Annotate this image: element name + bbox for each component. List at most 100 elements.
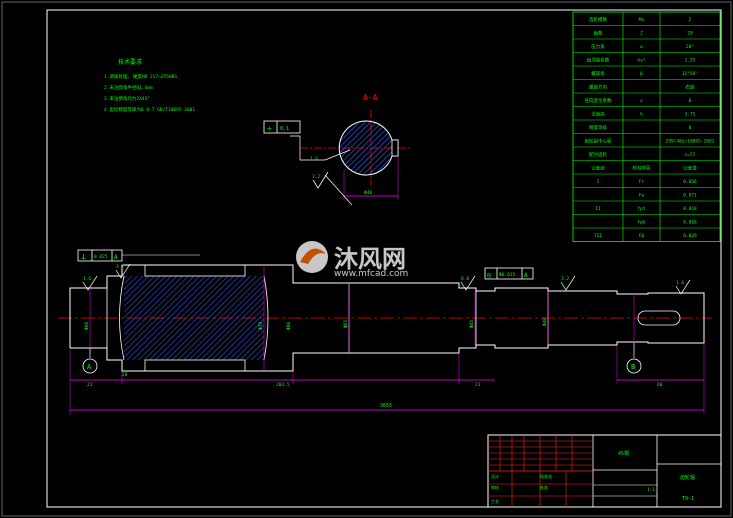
watermark-logo-mark xyxy=(300,248,326,264)
tb-label-2: 审核 xyxy=(491,484,499,490)
watermark: 沐风网 www.mfcad.com xyxy=(296,241,408,279)
roughness-text-2: 3.2 xyxy=(116,264,124,270)
param-cell: 检验项目 xyxy=(633,165,651,172)
keyway xyxy=(391,139,399,157)
param-cell: Fr xyxy=(639,179,645,185)
gear-break-arc-l xyxy=(119,275,125,361)
param-cell: II xyxy=(595,206,601,212)
roughness-icon-2 xyxy=(115,263,131,279)
param-cell: 299(48±)10095-2001 xyxy=(666,139,715,145)
notes-line-1: 1.调质处理, 硬度HB 217~255HBS xyxy=(104,73,177,80)
param-cell: Fβ xyxy=(639,233,645,239)
right-keyway xyxy=(637,310,681,326)
roughness-text-1: 1.6 xyxy=(83,276,91,282)
gear-hatch-region xyxy=(124,276,264,360)
param-cell: h xyxy=(640,112,643,118)
dia-label-5: Φ45 xyxy=(469,320,475,328)
section-tol-value: 0.1 xyxy=(280,126,289,132)
param-cell: 1.25 xyxy=(685,58,696,64)
tb-label-3: 工艺 xyxy=(491,499,499,504)
dim-total-length: 3655 xyxy=(380,403,392,409)
datum-b-circle[interactable] xyxy=(626,358,642,374)
mid-tol-datum: A xyxy=(524,272,528,279)
notes-line-3: 3.未注倒角均为2X45° xyxy=(104,95,150,102)
dim-203: 203.5 xyxy=(276,382,290,388)
param-cell: 公差组 xyxy=(591,165,605,172)
dia-label-4: Φ55 xyxy=(343,320,349,328)
tb-material: 45钢 xyxy=(618,450,629,457)
param-cell: 20° xyxy=(686,44,694,50)
top-tol-frame[interactable] xyxy=(77,249,123,262)
shaft-view: 3655 21 28 203.5 21 60 Φ60 Φ70 Φ80 Φ55 Φ… xyxy=(58,249,712,414)
datum-a-circle[interactable] xyxy=(82,358,98,374)
section-roughness-text: 3.2 xyxy=(312,174,320,180)
roughness-icon-1 xyxy=(82,275,98,291)
param-table-frame xyxy=(572,11,721,242)
gear-break-arc-r xyxy=(263,275,269,361)
param-cell: 螺旋方向 xyxy=(589,84,607,91)
param-cell: 右旋 xyxy=(686,84,695,91)
tb-scale: 1:1 xyxy=(647,487,655,493)
param-cell: 公差值 xyxy=(683,165,697,172)
tb-label-4: 标准化 xyxy=(540,473,552,479)
param-cell: 螺旋角 xyxy=(591,70,605,77)
param-cell: 12°58' xyxy=(682,71,698,77)
param-cell: fpb xyxy=(637,220,645,226)
param-cell: 29 xyxy=(687,31,693,37)
param-cell: 8 xyxy=(689,125,692,131)
param-cell: 0.018 xyxy=(683,206,697,212)
dia-label-1: Φ60 xyxy=(84,322,90,330)
param-cell: 齿轮副中心距 xyxy=(585,138,612,145)
param-cell: 0.056 xyxy=(683,179,697,185)
section-roughness-icon xyxy=(312,171,329,189)
top-tol-value: 0.025 xyxy=(94,254,108,260)
roughness-marks: 1.6 3.2 0.8 3.2 1.6 xyxy=(82,263,691,295)
tb-drawing-no: T9-1 xyxy=(682,496,694,502)
section-tol-frame[interactable] xyxy=(263,120,301,134)
roughness-text-3: 0.8 xyxy=(461,276,469,282)
section-dim-text: Φ40 xyxy=(364,190,372,196)
param-cell: 3.75 xyxy=(685,112,696,118)
section-circle xyxy=(338,120,399,176)
param-cell: fpt xyxy=(637,206,645,212)
param-cell: x xyxy=(640,99,643,104)
param-cell: ha* xyxy=(637,58,645,64)
param-cell: 全齿高 xyxy=(591,111,605,118)
gear-teeth-top xyxy=(144,264,246,277)
watermark-brand: 沐风网 xyxy=(334,245,406,273)
tb-label-5: 批准 xyxy=(540,484,548,490)
param-cell: 齿顶高系数 xyxy=(587,57,610,64)
tech-notes: 技术要求 1.调质处理, 硬度HB 217~255HBS 2.未注圆角半径R1.… xyxy=(104,58,195,113)
param-cell: z=57 xyxy=(685,152,696,158)
section-tol-symbol: ÷ xyxy=(267,124,272,133)
roughness-icon-3 xyxy=(460,275,476,291)
datum-a-letter: A xyxy=(87,363,92,371)
param-cell: 齿轮模数 xyxy=(589,16,607,23)
param-cell: Fw xyxy=(639,193,645,199)
mid-tol-frame[interactable] xyxy=(484,267,534,280)
tb-label-1: 设计 xyxy=(491,473,499,479)
gear-teeth-bottom xyxy=(144,359,246,372)
notes-line-4: 4.齿轮精度等级为8-8-7 GB/T10095-2001 xyxy=(104,106,195,113)
datum-b-letter: B xyxy=(631,363,635,371)
dia-label-6: Φ40 xyxy=(542,318,548,326)
shaft-outline-top xyxy=(69,264,705,372)
param-cell: 0.016 xyxy=(683,220,697,226)
param-cell: α xyxy=(640,45,643,50)
param-cell: 0.029 xyxy=(683,233,697,239)
param-cell: Mn xyxy=(639,17,645,23)
param-cell: 配对齿轮 xyxy=(589,151,607,158)
roughness-icon-4 xyxy=(560,275,576,291)
param-cell: Z xyxy=(640,31,643,37)
roughness-icon-5 xyxy=(675,279,691,295)
tb-part-name: 齿轮轴 xyxy=(680,474,695,481)
param-cell: 精度等级 xyxy=(589,124,607,131)
dim-21-mid: 21 xyxy=(475,382,481,388)
param-cell: 0 xyxy=(689,98,692,104)
param-cell: 压力角 xyxy=(591,43,605,50)
param-cell: 0.071 xyxy=(683,193,697,199)
